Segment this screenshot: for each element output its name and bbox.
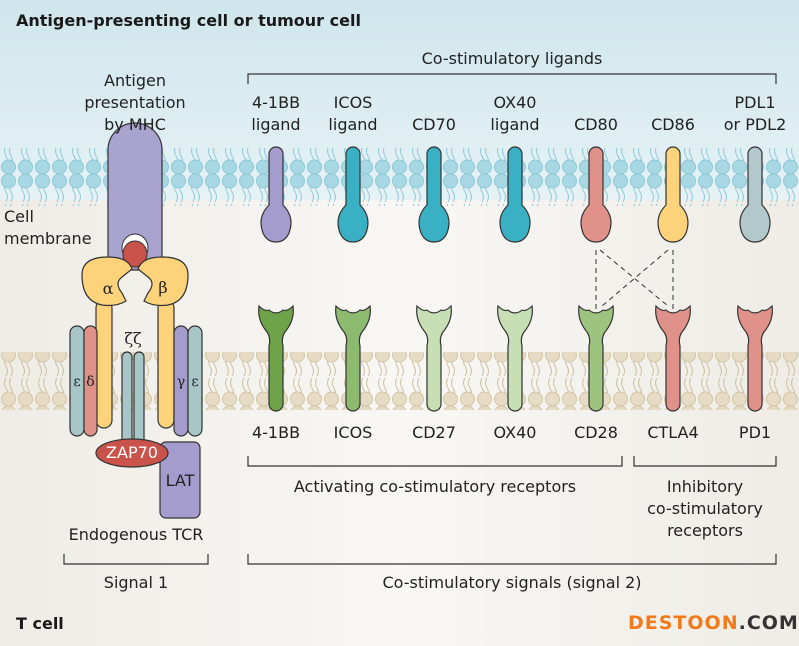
- receptor-label: CD28: [574, 423, 618, 442]
- delta-label: δ: [86, 374, 95, 390]
- ligand-ox40: [499, 146, 531, 243]
- mhc-label: Antigen presentation by MHC: [84, 71, 186, 134]
- ligand-pdl1: [739, 146, 771, 243]
- ligand-label: CD70: [412, 115, 456, 134]
- watermark: DESTOON.COM: [628, 612, 799, 634]
- receptor-41bb: [258, 304, 294, 412]
- receptor-ctla4: [655, 304, 691, 412]
- inhibitory-receptors-label: Inhibitory co-stimulatory receptors: [647, 477, 763, 540]
- receptor-label: ICOS: [333, 423, 373, 442]
- ctla4-cd28-interaction-lines: [595, 249, 674, 312]
- signal1-bracket: [63, 554, 209, 565]
- receptor-label: CTLA4: [647, 423, 699, 442]
- ligand-cd80: [580, 146, 612, 243]
- membrane-label: Cell membrane: [4, 207, 92, 248]
- beta-label: β: [158, 278, 168, 297]
- ligand-icos: [337, 146, 369, 243]
- receptor-label: OX40: [493, 423, 537, 442]
- receptor-cd27: [416, 304, 452, 412]
- receptor-label: PD1: [738, 423, 772, 442]
- activating-bracket: [247, 456, 623, 467]
- ligands-group-label: Co-stimulatory ligands: [421, 49, 603, 68]
- receptor-pd1: [737, 304, 773, 412]
- ligand-cd70: [418, 146, 450, 243]
- ligand-41bb: [260, 146, 292, 243]
- inhibitory-bracket: [633, 456, 777, 467]
- lat-protein: [159, 441, 201, 519]
- signal2-bracket: [247, 554, 777, 565]
- ligands-bracket: [247, 73, 777, 84]
- mhc-molecule: [107, 122, 163, 271]
- ligand-label: CD86: [651, 115, 695, 134]
- gamma-label: γ: [176, 374, 186, 390]
- zeta-label: ζζ: [124, 329, 142, 348]
- signal2-label: Co-stimulatory signals (signal 2): [382, 573, 642, 592]
- epsilon-left-label: ε: [73, 374, 81, 390]
- receptor-cd28: [578, 304, 614, 412]
- tcell-title: T cell: [16, 614, 64, 633]
- tcell-region: [0, 200, 799, 646]
- cd3-right: [173, 325, 203, 437]
- apc-title: Antigen-presenting cell or tumour cell: [16, 11, 361, 30]
- endogenous-tcr-label: Endogenous TCR: [68, 525, 204, 544]
- zap70-protein: [95, 438, 169, 468]
- signal1-label: Signal 1: [103, 573, 169, 592]
- receptor-icos: [335, 304, 371, 412]
- tcr-alpha-beta: [81, 256, 189, 429]
- ligand-cd86: [657, 146, 689, 243]
- cd3-left: [69, 325, 98, 437]
- receptor-ox40: [497, 304, 533, 412]
- activating-receptors-label: Activating co-stimulatory receptors: [293, 477, 577, 496]
- zeta-chains: [121, 351, 145, 448]
- antigen-peptide: [122, 240, 148, 268]
- epsilon-right-label: ε: [191, 374, 199, 390]
- receptor-label: CD27: [412, 423, 456, 442]
- lat-label: LAT: [165, 471, 195, 490]
- zap70-label: ZAP70: [106, 443, 158, 462]
- alpha-label: α: [102, 279, 114, 298]
- ligand-label: CD80: [574, 115, 618, 134]
- receptor-label: 4-1BB: [251, 423, 301, 442]
